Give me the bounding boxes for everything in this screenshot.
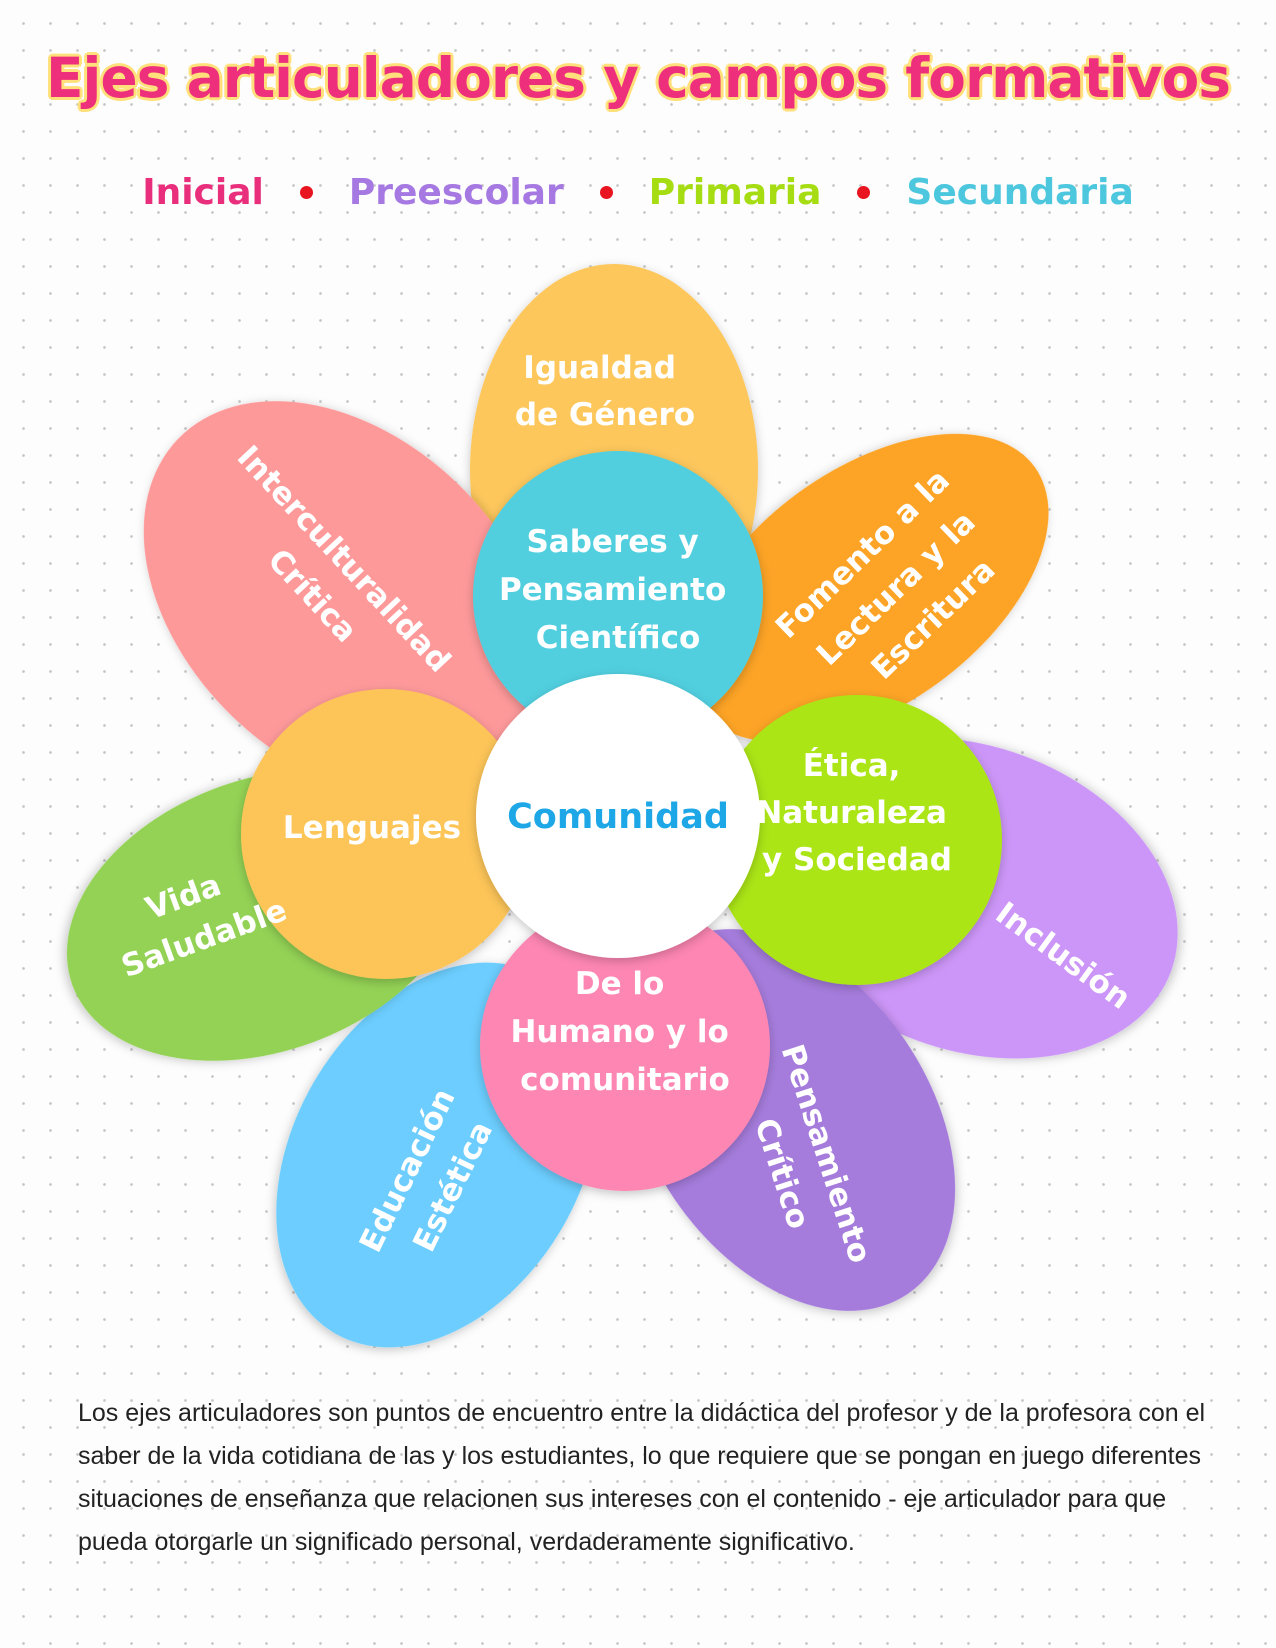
campo-label-humano: De lo Humano y lo comunitario [510, 966, 739, 1098]
level-inicial: Inicial [142, 172, 264, 213]
campo-label-etica: Ética, Naturaleza y Sociedad [756, 748, 957, 878]
campo-label-lenguajes: Lenguajes [283, 810, 461, 846]
level-secundaria: Secundaria [906, 172, 1134, 213]
campo-labels: Saberes y Pensamiento Científico Ética, … [283, 524, 957, 1098]
campo-lenguajes [241, 689, 531, 979]
center-circle [476, 674, 760, 958]
level-preescolar: Preescolar [348, 172, 564, 213]
separator-dot [599, 186, 613, 199]
campo-de-lo-humano-comunitario [480, 901, 770, 1191]
campos-formativos [241, 451, 1002, 1191]
campo-saberes-pensamiento-cientifico [473, 451, 763, 741]
description-paragraph: Los ejes articuladores son puntos de enc… [78, 1399, 1206, 1556]
petal-fomento-lectura-escritura [687, 433, 1049, 743]
campo-label-saberes: Saberes y Pensamiento Científico [499, 524, 737, 656]
campo-etica-naturaleza-sociedad [712, 695, 1002, 985]
separator-dot [299, 186, 313, 199]
separator-dot [857, 186, 871, 199]
center-label: Comunidad [507, 797, 729, 837]
page-title: Ejes articuladores y campos formativos [45, 46, 1231, 110]
petal-interculturalidad-critica [143, 401, 547, 799]
education-levels: Inicial Preescolar Primaria Secundaria [0, 172, 1276, 213]
eje-label-igualdad-de-genero: Igualdad de Género [515, 350, 695, 433]
level-primaria: Primaria [648, 172, 822, 213]
